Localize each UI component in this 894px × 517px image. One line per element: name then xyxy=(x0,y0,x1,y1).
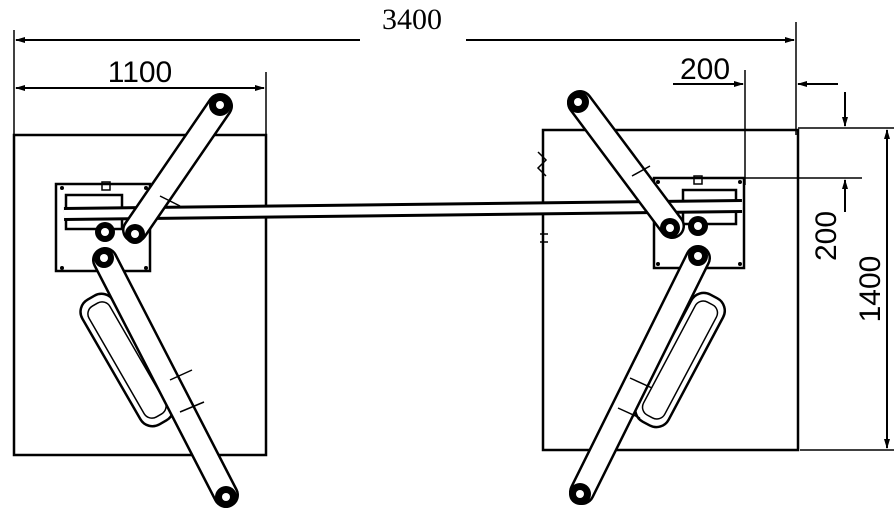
left-upper-arm xyxy=(122,93,233,243)
crossbar xyxy=(63,199,743,221)
left-arm-pivots xyxy=(94,222,145,268)
overall-width-dimension: 3400 xyxy=(13,3,797,135)
vertical-offset-label: 200 xyxy=(810,211,843,261)
base-depth-dimension: 1400 xyxy=(798,127,894,451)
right-upper-arm xyxy=(567,90,685,239)
right-base-plate xyxy=(536,128,800,452)
post-base-width-label: 1100 xyxy=(108,56,173,89)
overall-width-label: 3400 xyxy=(382,3,442,36)
right-lower-arm xyxy=(569,245,727,505)
side-offset-dimension: 200 xyxy=(673,53,838,185)
base-depth-label: 1400 xyxy=(854,256,887,323)
left-lower-arm xyxy=(79,247,239,508)
post-base-width-dimension: 1100 xyxy=(15,56,267,135)
vertical-offset-dimension: 200 xyxy=(745,92,862,261)
left-base-plate xyxy=(12,133,268,457)
side-offset-label: 200 xyxy=(680,53,730,86)
right-arm-pivots xyxy=(660,216,708,266)
